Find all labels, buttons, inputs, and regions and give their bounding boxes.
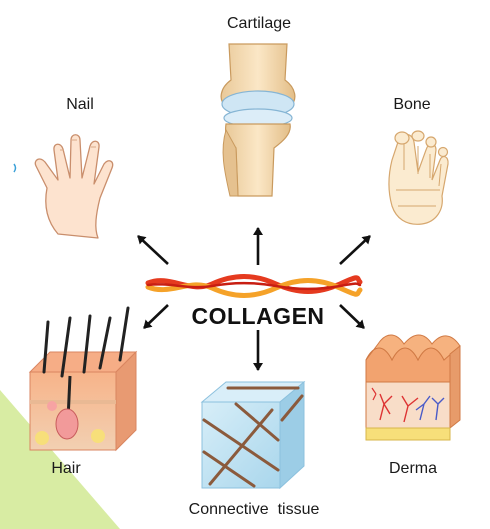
arrow-to-derma bbox=[340, 305, 364, 328]
arrow-to-nail bbox=[138, 236, 168, 264]
foot-bone-icon bbox=[389, 131, 448, 224]
hair-skin-icon bbox=[30, 308, 136, 450]
label-hair: Hair bbox=[51, 460, 80, 478]
derma-skin-icon bbox=[366, 335, 460, 440]
arrow-to-hair bbox=[144, 305, 168, 328]
hand-icon bbox=[35, 135, 112, 238]
label-bone: Bone bbox=[393, 96, 430, 114]
edge-mark bbox=[14, 164, 16, 172]
knee-cartilage-icon bbox=[221, 44, 295, 196]
connective-tissue-cube-icon bbox=[202, 382, 304, 488]
label-collagen: COLLAGEN bbox=[191, 303, 324, 330]
arrows bbox=[138, 228, 370, 370]
arrow-to-bone bbox=[340, 236, 370, 264]
collagen-fiber-icon bbox=[148, 277, 360, 296]
label-nail: Nail bbox=[66, 96, 94, 114]
label-connective-tissue: Connective tissue bbox=[189, 501, 320, 519]
label-derma: Derma bbox=[389, 460, 437, 478]
label-cartilage: Cartilage bbox=[227, 15, 291, 33]
